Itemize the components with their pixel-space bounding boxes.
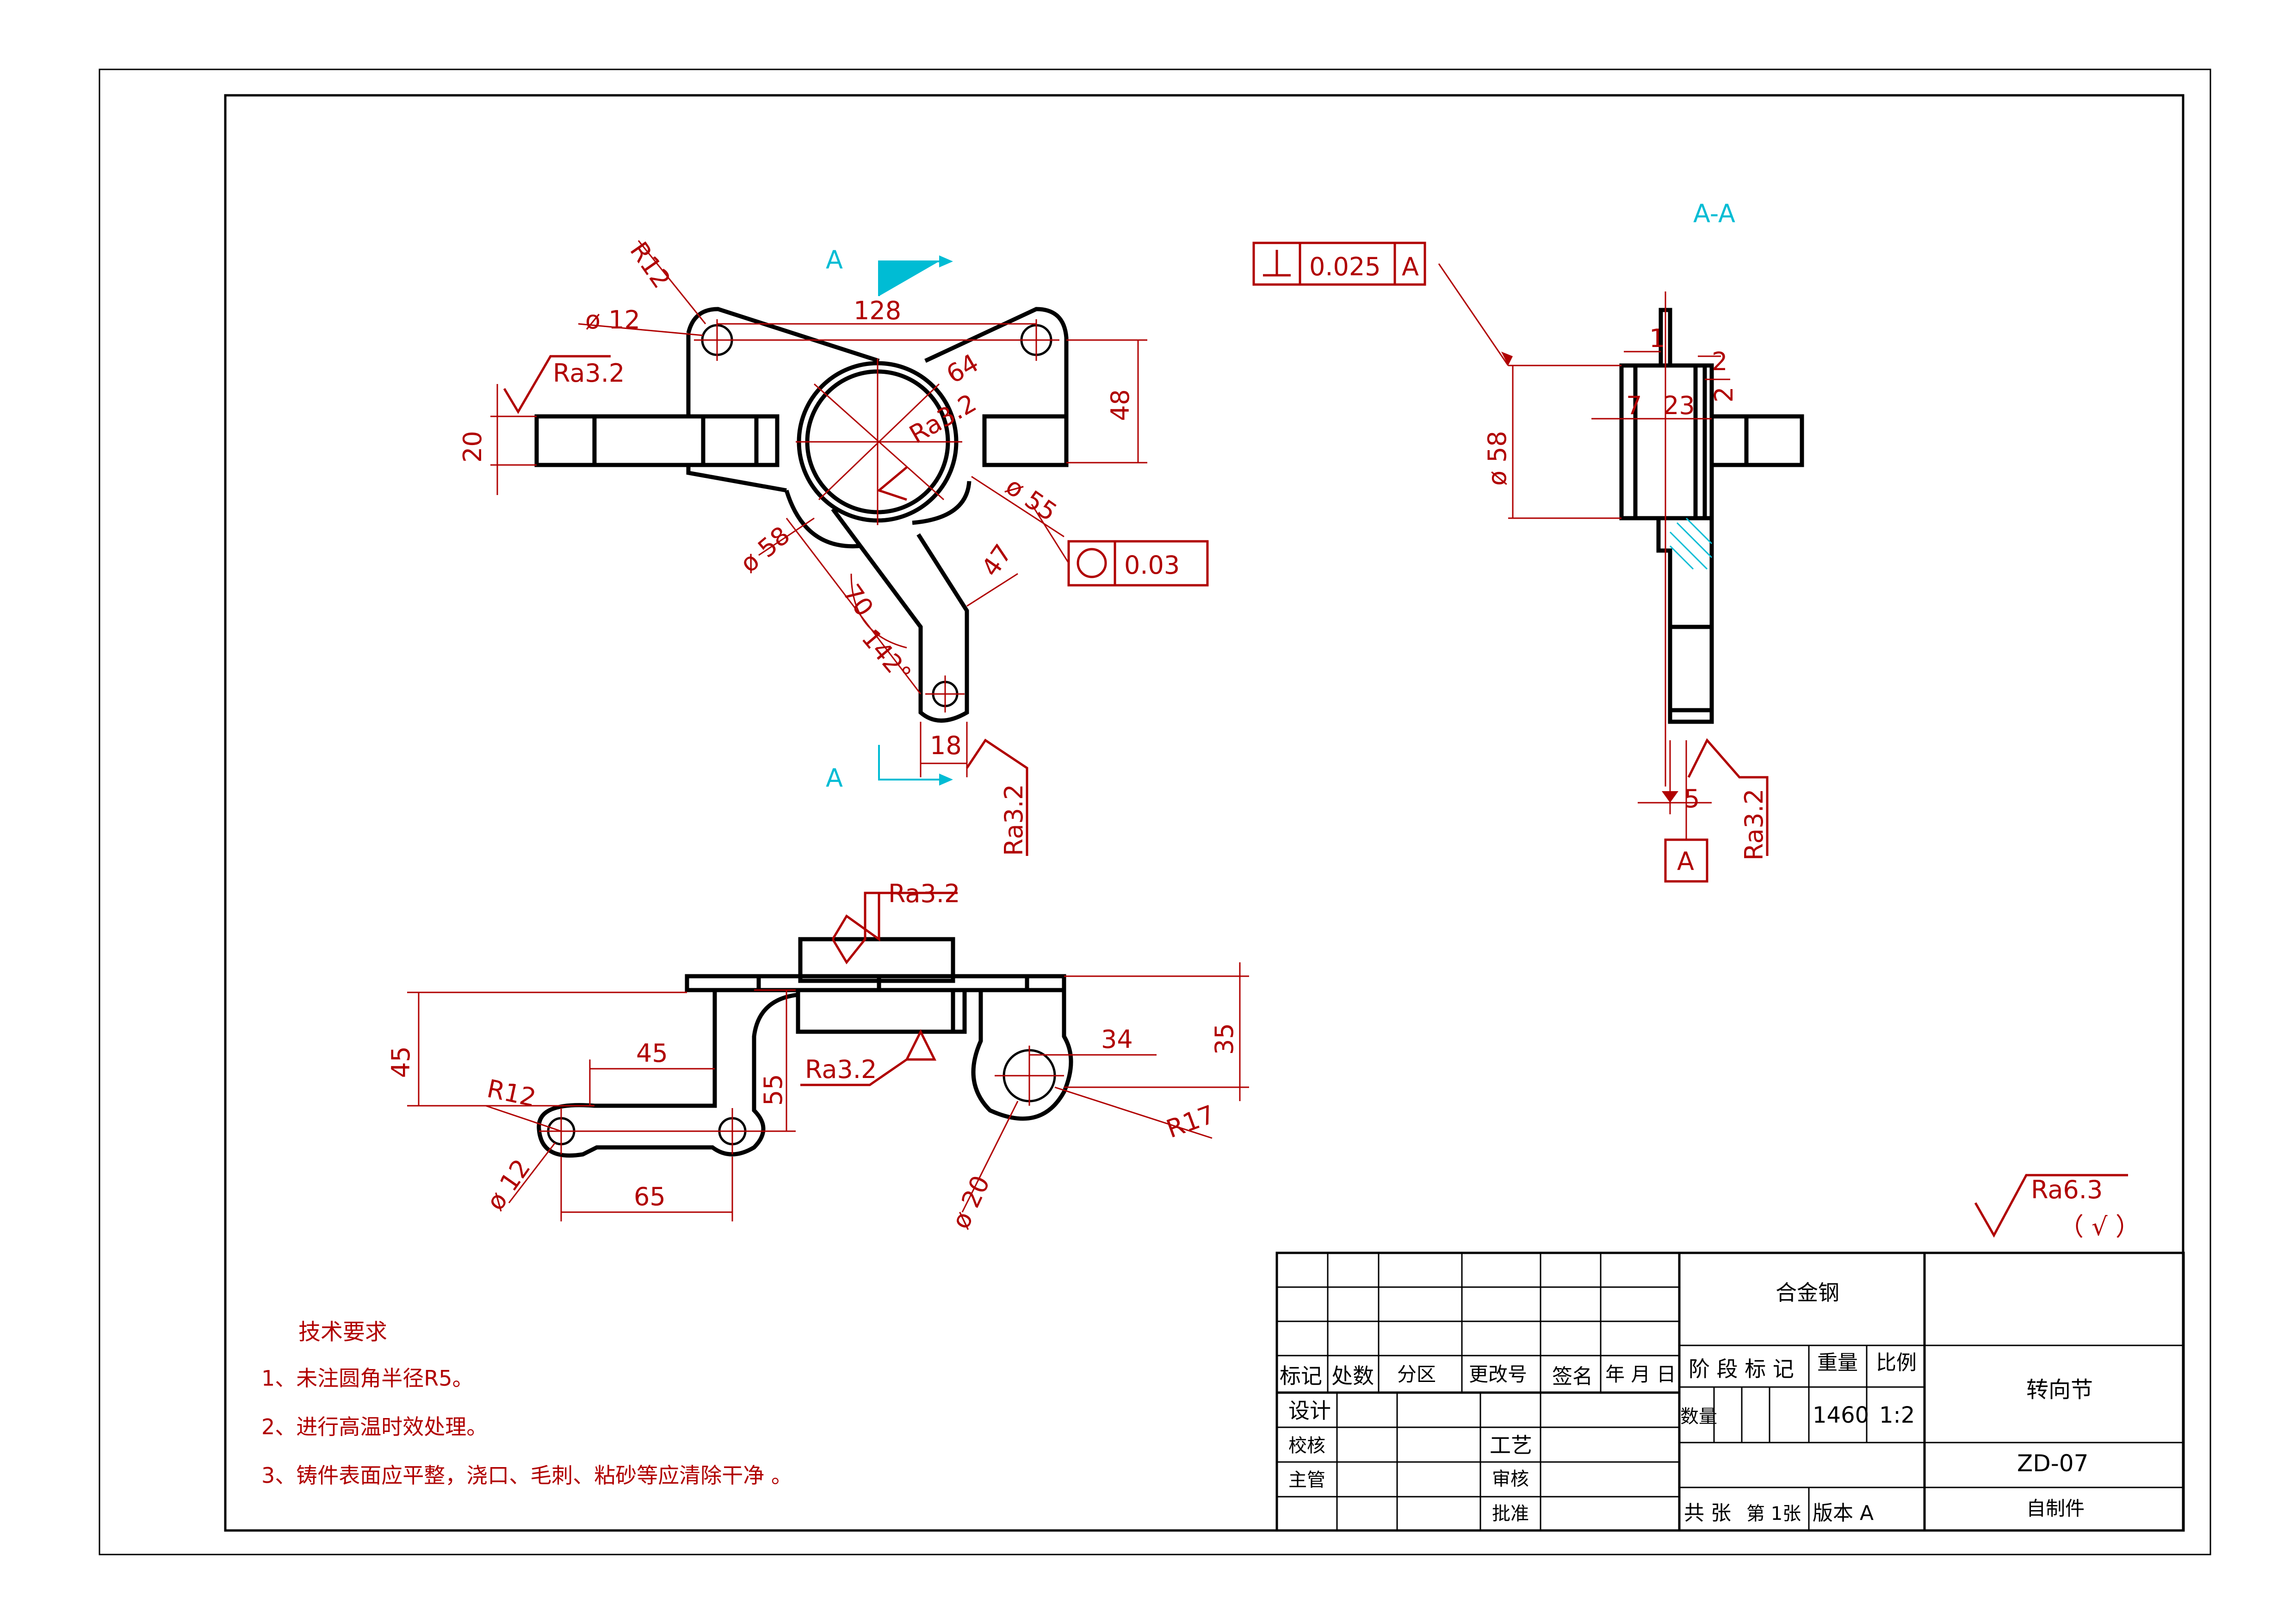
tb-sheet-no: 第 1张 — [1746, 1503, 1801, 1524]
tb-version: 版本 A — [1813, 1501, 1874, 1525]
tb-header-date: 年 月 日 — [1605, 1363, 1676, 1386]
dim-45-horiz: 45 — [636, 1039, 668, 1068]
dim-dia20: ø 20 — [946, 1171, 996, 1233]
tb-qty-label: 数量 — [1680, 1406, 1717, 1427]
ra-bottom-view-top: Ra3.2 — [888, 879, 960, 908]
bottom-view: Ra3.2 45 45 R12 ø 12 65 55 Ra3.2 34 35 R… — [386, 879, 1249, 1233]
dim-45-vert: 45 — [386, 1046, 415, 1078]
dim-55: 55 — [759, 1074, 788, 1106]
section-marker-bottom: A — [826, 763, 843, 793]
tech-item-3: 3、铸件表面应平整，浇口、毛刺、粘砂等应清除干净 。 — [261, 1463, 792, 1488]
section-marker-top: A — [826, 245, 843, 274]
dim-35: 35 — [1210, 1023, 1239, 1055]
dim-64: 64 — [941, 348, 984, 389]
dim-5: 5 — [1684, 784, 1700, 813]
tech-item-2: 2、进行高温时效处理。 — [261, 1414, 488, 1439]
tb-header-sign: 签名 — [1552, 1365, 1593, 1388]
dim-34: 34 — [1101, 1025, 1133, 1054]
general-ra: Ra6.3 — [2031, 1175, 2103, 1204]
section-view: 0.025 A 1 2 2 7 23 ø 58 5 Ra3.2 A — [1252, 242, 1804, 883]
tb-role-review: 审核 — [1492, 1468, 1529, 1490]
ra-section: Ra3.2 — [1739, 789, 1769, 861]
dim-48: 48 — [1106, 389, 1135, 421]
roundness-value: 0.03 — [1124, 551, 1180, 580]
tb-header-change: 更改号 — [1469, 1363, 1527, 1386]
tb-scale-label: 比例 — [1876, 1351, 1917, 1375]
tb-role-check: 校核 — [1288, 1435, 1325, 1456]
ra-bottom-view-mid: Ra3.2 — [805, 1055, 877, 1084]
dim-dia12-hole: ø 12 — [585, 305, 640, 335]
dim-2b: 2 — [1709, 387, 1739, 403]
general-roughness: Ra6.3 （ √ ） — [1974, 1174, 2141, 1241]
tb-header-zone: 分区 — [1397, 1363, 1436, 1386]
tb-header-mark: 标记 — [1280, 1363, 1322, 1388]
section-markers: A A A-A — [826, 199, 1735, 793]
general-ra-paren: （ √ ） — [2059, 1212, 2141, 1241]
tech-requirements: 技术要求 1、未注圆角半径R5。 2、进行高温时效处理。 3、铸件表面应平整，浇… — [261, 1319, 792, 1488]
inner-border — [224, 94, 2185, 1532]
tb-source: 自制件 — [2026, 1497, 2085, 1520]
circle-icon — [1077, 548, 1107, 578]
dim-18: 18 — [930, 731, 962, 760]
dim-1: 1 — [1649, 324, 1665, 353]
tb-part-name: 转向节 — [2026, 1377, 2093, 1403]
tb-role-process: 工艺 — [1490, 1433, 1532, 1458]
section-view-title: A-A — [1693, 199, 1735, 228]
tb-drawing-no: ZD-07 — [2017, 1450, 2088, 1477]
dim-7: 7 — [1626, 391, 1642, 420]
tb-role-manager: 主管 — [1288, 1469, 1325, 1491]
dim-128: 128 — [854, 296, 901, 325]
perpendicular-icon — [1263, 250, 1291, 277]
tech-item-1: 1、未注圆角半径R5。 — [261, 1366, 474, 1391]
outer-border — [99, 68, 2211, 1555]
tb-material: 合金钢 — [1776, 1280, 1839, 1305]
title-block: 合金钢 转向节 ZD-07 自制件 标记 处数 分区 更改号 签名 年 月 日 … — [1275, 1251, 2185, 1532]
tb-header-count: 处数 — [1331, 1363, 1374, 1388]
perpendicularity-value: 0.025 — [1309, 252, 1381, 281]
tb-stage-label: 阶 段 标 记 — [1689, 1357, 1794, 1381]
tech-title: 技术要求 — [298, 1319, 387, 1345]
dim-70: 70 — [837, 579, 879, 621]
dim-r12-bottom: R12 — [484, 1074, 538, 1113]
dim-dia55: ø 55 — [1001, 471, 1063, 527]
dim-2a: 2 — [1712, 347, 1727, 376]
dim-dia58-section: ø 58 — [1483, 431, 1512, 486]
dim-47: 47 — [976, 539, 1018, 582]
tb-role-approve: 批准 — [1492, 1503, 1529, 1524]
dim-65: 65 — [634, 1182, 666, 1211]
dim-dia58: ø 58 — [735, 520, 796, 578]
perpendicularity-datum: A — [1402, 252, 1419, 281]
tb-weight: 1460 — [1813, 1402, 1869, 1428]
dim-r12-top: R12 — [624, 236, 676, 293]
datum-a: A — [1677, 847, 1694, 876]
ra-top: Ra3.2 — [553, 359, 625, 388]
dim-142deg: 142° — [856, 624, 917, 688]
ra-bottom: Ra3.2 — [999, 784, 1028, 856]
dim-20: 20 — [458, 431, 487, 463]
tb-scale: 1:2 — [1879, 1402, 1915, 1428]
dim-23: 23 — [1663, 391, 1695, 420]
tb-weight-label: 重量 — [1817, 1351, 1858, 1375]
tb-sheets-total: 共 张 — [1684, 1501, 1731, 1525]
tb-role-design: 设计 — [1288, 1398, 1331, 1423]
dim-dia12-bottom: ø 12 — [481, 1154, 536, 1216]
